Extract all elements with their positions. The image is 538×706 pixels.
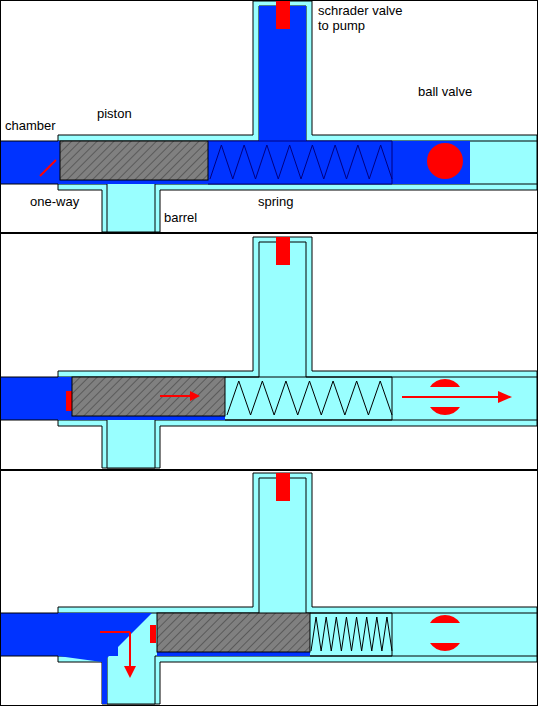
valve-label: ball valve	[418, 84, 472, 99]
part-label: spring	[258, 194, 293, 209]
part-label: one-way	[30, 194, 79, 209]
part-label: piston	[97, 106, 132, 121]
part-label: chamber	[5, 118, 56, 133]
panel-reload	[0, 473, 537, 704]
valve-label: schrader valve to pump	[318, 3, 410, 33]
panel-firing	[0, 237, 537, 468]
panel-closed	[0, 1, 537, 232]
part-label: barrel	[164, 210, 197, 225]
